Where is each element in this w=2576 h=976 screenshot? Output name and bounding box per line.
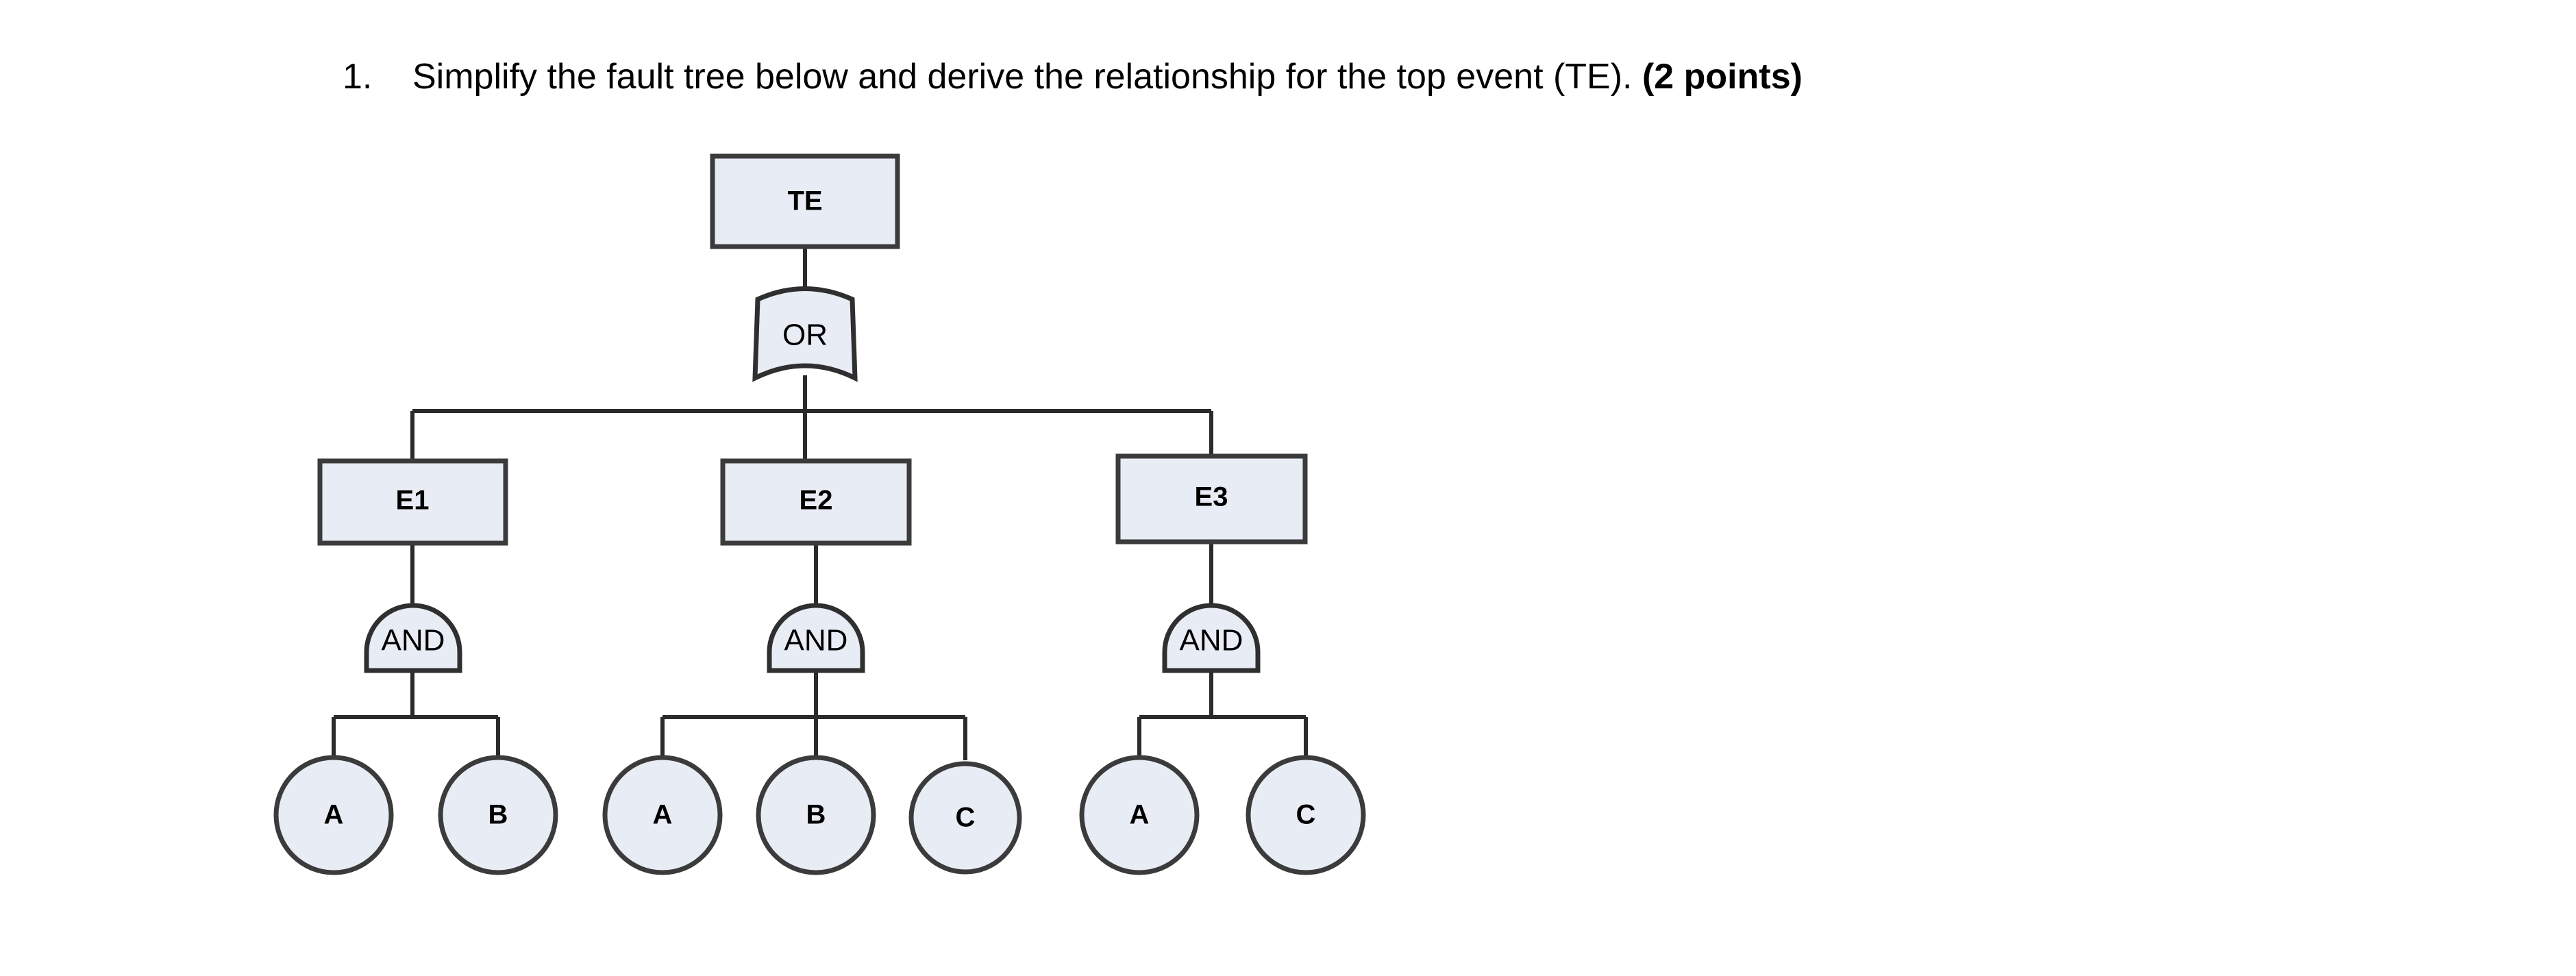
node-basic-e3-c[interactable]: C	[1246, 755, 1366, 875]
e3-box[interactable]	[1115, 453, 1308, 545]
basic-event-label: A	[324, 800, 344, 830]
basic-event-label: B	[488, 800, 508, 830]
node-basic-e1-b[interactable]: B	[438, 755, 558, 875]
basic-event-circle[interactable]	[908, 761, 1022, 875]
basic-event-circle[interactable]	[1079, 755, 1200, 875]
basic-event-label: C	[1296, 800, 1316, 830]
basic-event-circle[interactable]	[756, 755, 876, 875]
question-points: (2 points)	[1642, 57, 1803, 97]
and2-gate-label: AND	[784, 624, 848, 658]
node-basic-e2-c[interactable]: C	[908, 761, 1022, 875]
node-e3[interactable]: E3	[1115, 453, 1308, 545]
and3-gate-label: AND	[1180, 624, 1243, 658]
e1-label: E1	[396, 486, 430, 516]
node-basic-e2-b[interactable]: B	[756, 755, 876, 875]
node-e1[interactable]: E1	[317, 458, 508, 546]
basic-event-circle[interactable]	[273, 755, 394, 875]
connector-edges	[332, 245, 1308, 760]
basic-event-label: A	[1130, 800, 1150, 830]
node-basic-e2-a[interactable]: A	[602, 755, 723, 875]
te-box[interactable]	[710, 153, 900, 249]
question-text: Simplify the fault tree below and derive…	[412, 56, 1803, 98]
basic-event-circle[interactable]	[1246, 755, 1366, 875]
basic-event-label: A	[653, 800, 673, 830]
question-line: 1. Simplify the fault tree below and der…	[343, 56, 2329, 98]
e2-label: E2	[800, 486, 833, 516]
node-basic-e1-a[interactable]: A	[273, 755, 394, 875]
node-te[interactable]: TE	[710, 153, 900, 249]
gate-or-top[interactable]: OR	[752, 286, 858, 382]
basic-event-circle[interactable]	[438, 755, 558, 875]
gate-and-e3[interactable]: AND	[1162, 603, 1261, 673]
question-statement: Simplify the fault tree below and derive…	[412, 57, 1642, 97]
gate-and-e2[interactable]: AND	[767, 603, 865, 673]
gate-and-e1[interactable]: AND	[364, 603, 462, 673]
or-gate-shape[interactable]	[752, 286, 858, 382]
and3-gate-shape[interactable]	[1162, 603, 1261, 673]
basic-event-circle[interactable]	[602, 755, 723, 875]
basic-event-label: B	[806, 800, 826, 830]
node-basic-e3-a[interactable]: A	[1079, 755, 1200, 875]
or-gate-label: OR	[782, 318, 828, 352]
and1-gate-shape[interactable]	[364, 603, 462, 673]
e3-label: E3	[1195, 482, 1228, 512]
and1-gate-label: AND	[382, 624, 445, 658]
te-label: TE	[787, 186, 822, 216]
e2-box[interactable]	[720, 458, 912, 546]
question-number: 1.	[343, 57, 373, 97]
and2-gate-shape[interactable]	[767, 603, 865, 673]
node-e2[interactable]: E2	[720, 458, 912, 546]
basic-event-label: C	[956, 803, 976, 833]
e1-box[interactable]	[317, 458, 508, 546]
